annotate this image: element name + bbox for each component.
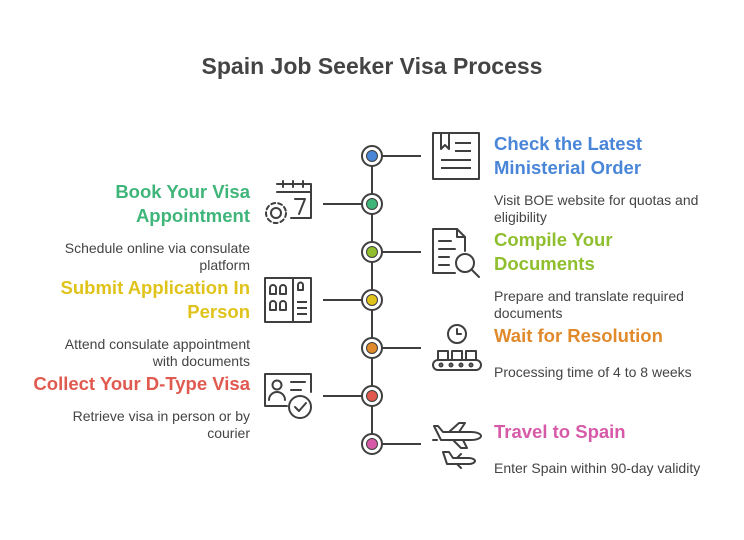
step-5-description-line-1: Processing time of 4 to 8 weeks (494, 364, 692, 380)
step-7-description-line-1: Enter Spain within 90-day validity (494, 460, 701, 476)
step-3-description-line-1: Prepare and translate required (494, 288, 684, 304)
step-3-heading: Compile Your Documents (494, 228, 613, 276)
timeline-node-5 (361, 337, 383, 359)
airplane-icon (431, 420, 485, 470)
timeline-node-1 (361, 145, 383, 167)
step-1-description: Visit BOE website for quotas and eligibi… (494, 192, 698, 226)
office-building-icon (263, 276, 313, 324)
step-4-description-line-2: with documents (152, 353, 250, 369)
timeline-node-4 (361, 289, 383, 311)
step-2-description: Schedule online via consulate platform (65, 240, 250, 274)
step-2-description-line-2: platform (199, 257, 250, 273)
step-5-description: Processing time of 4 to 8 weeks (494, 364, 692, 381)
node-dot-2 (366, 198, 378, 210)
step-1-heading-line-2: Ministerial Order (494, 157, 642, 178)
step-5-heading: Wait for Resolution (494, 324, 663, 348)
step-4-description-line-1: Attend consulate appointment (64, 336, 250, 352)
step-4-heading-line-2: Person (187, 301, 250, 322)
document-icon (431, 131, 481, 181)
step-3-description: Prepare and translate required documents (494, 288, 684, 322)
node-dot-3 (366, 246, 378, 258)
step-1-heading: Check the Latest Ministerial Order (494, 132, 642, 180)
step-6-description-line-2: courier (207, 425, 250, 441)
step-4-heading-line-1: Submit Application In (60, 277, 250, 298)
calendar-gear-icon (263, 180, 315, 228)
diagram-title: Spain Job Seeker Visa Process (201, 53, 543, 79)
node-dot-7 (366, 438, 378, 450)
step-6-description: Retrieve visa in person or by courier (73, 408, 250, 442)
step-3-description-line-2: documents (494, 305, 563, 321)
id-card-check-icon (263, 372, 315, 422)
node-dot-1 (366, 150, 378, 162)
timeline-node-2 (361, 193, 383, 215)
step-2-heading: Book Your Visa Appointment (115, 180, 250, 228)
step-4-heading: Submit Application In Person (61, 276, 250, 324)
step-7-heading: Travel to Spain (494, 420, 626, 444)
step-7-description: Enter Spain within 90-day validity (494, 460, 700, 477)
timeline-node-7 (361, 433, 383, 455)
step-3-heading-line-1: Compile Your (494, 229, 613, 250)
step-1-heading-line-1: Check the Latest (494, 133, 643, 154)
document-search-icon (431, 227, 483, 279)
step-1-description-line-1: Visit BOE website for quotas and (494, 192, 699, 208)
step-1-description-line-2: eligibility (494, 209, 547, 225)
step-6-heading-line-1: Collect Your D-Type Visa (33, 373, 250, 394)
node-dot-6 (366, 390, 378, 402)
step-2-heading-line-1: Book Your Visa (115, 181, 250, 202)
step-7-heading-line-1: Travel to Spain (494, 421, 626, 442)
clock-conveyor-icon (431, 323, 483, 373)
node-dot-5 (366, 342, 378, 354)
step-3-heading-line-2: Documents (494, 253, 595, 274)
step-6-heading: Collect Your D-Type Visa (33, 372, 250, 396)
step-4-description: Attend consulate appointment with docume… (65, 336, 250, 370)
timeline-node-3 (361, 241, 383, 263)
step-2-description-line-1: Schedule online via consulate (64, 240, 250, 256)
step-6-description-line-1: Retrieve visa in person or by (72, 408, 250, 424)
timeline-node-6 (361, 385, 383, 407)
node-dot-4 (366, 294, 378, 306)
step-2-heading-line-2: Appointment (135, 205, 250, 226)
step-5-heading-line-1: Wait for Resolution (494, 325, 663, 346)
